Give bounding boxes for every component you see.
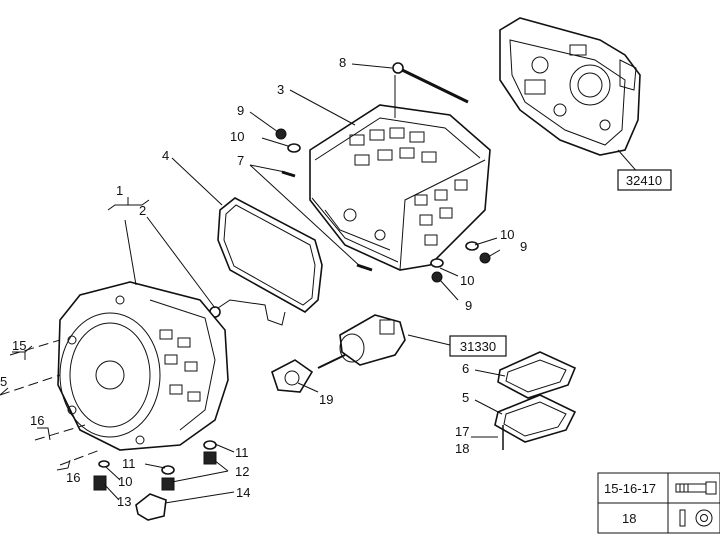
legend-row-2-label: 18 — [622, 511, 636, 526]
callout-9-right: 9 — [520, 239, 527, 254]
legend-row-1-label: 15-16-17 — [604, 481, 656, 496]
callout-5: 5 — [462, 390, 469, 405]
callout-14: 14 — [236, 485, 250, 500]
callout-16-lower: 16 — [66, 470, 80, 485]
callout-10-top: 10 — [230, 129, 244, 144]
callout-11-right: 11 — [235, 445, 249, 460]
callout-16-upper: 16 — [30, 413, 44, 428]
callout-4: 4 — [162, 148, 169, 163]
reference-32410-text: 32410 — [626, 173, 662, 188]
callout-3: 3 — [277, 82, 284, 97]
callout-11-left: 11 — [122, 456, 136, 471]
callout-10-right: 10 — [500, 227, 514, 242]
callout-5-left: 5 — [0, 374, 7, 389]
callout-15: 15 — [12, 338, 26, 353]
reference-31330: 31330 — [449, 335, 507, 357]
callout-9-top: 9 — [237, 103, 244, 118]
rear-cover-drawing — [499, 17, 641, 176]
plate-drawing — [271, 359, 314, 393]
bellhousing-drawing — [57, 281, 229, 451]
reference-32410: 32410 — [617, 169, 672, 191]
callout-6: 6 — [462, 361, 469, 376]
gasket-drawing — [217, 197, 323, 313]
reference-31330-text: 31330 — [460, 339, 496, 354]
callout-19: 19 — [319, 392, 333, 407]
small-fittings-drawing — [93, 128, 491, 521]
cover-gaskets-drawing — [494, 351, 577, 450]
callout-18: 18 — [455, 441, 469, 456]
callout-2: 2 — [139, 203, 146, 218]
callout-10-mid: 10 — [460, 273, 474, 288]
leader-lines — [0, 63, 506, 504]
main-housing-drawing — [309, 104, 491, 271]
callout-7: 7 — [237, 153, 244, 168]
pin-washer-icon — [679, 509, 713, 527]
legend-table: 15-16-17 18 — [597, 472, 720, 534]
callout-labels: 1 2 3 4 5 6 7 8 9 10 10 9 10 9 11 11 12 … — [0, 55, 527, 509]
callout-13: 13 — [117, 494, 131, 509]
callout-17: 17 — [455, 424, 469, 439]
callout-8: 8 — [339, 55, 346, 70]
actuator-drawing — [317, 314, 406, 369]
callout-9-mid: 9 — [465, 298, 472, 313]
shift-rod-drawing — [392, 62, 469, 118]
callout-12: 12 — [235, 464, 249, 479]
bolt-icon — [675, 481, 717, 495]
callout-10-bottom: 10 — [118, 474, 132, 489]
oil-pipe-drawing — [209, 299, 286, 326]
callout-1: 1 — [116, 183, 123, 198]
